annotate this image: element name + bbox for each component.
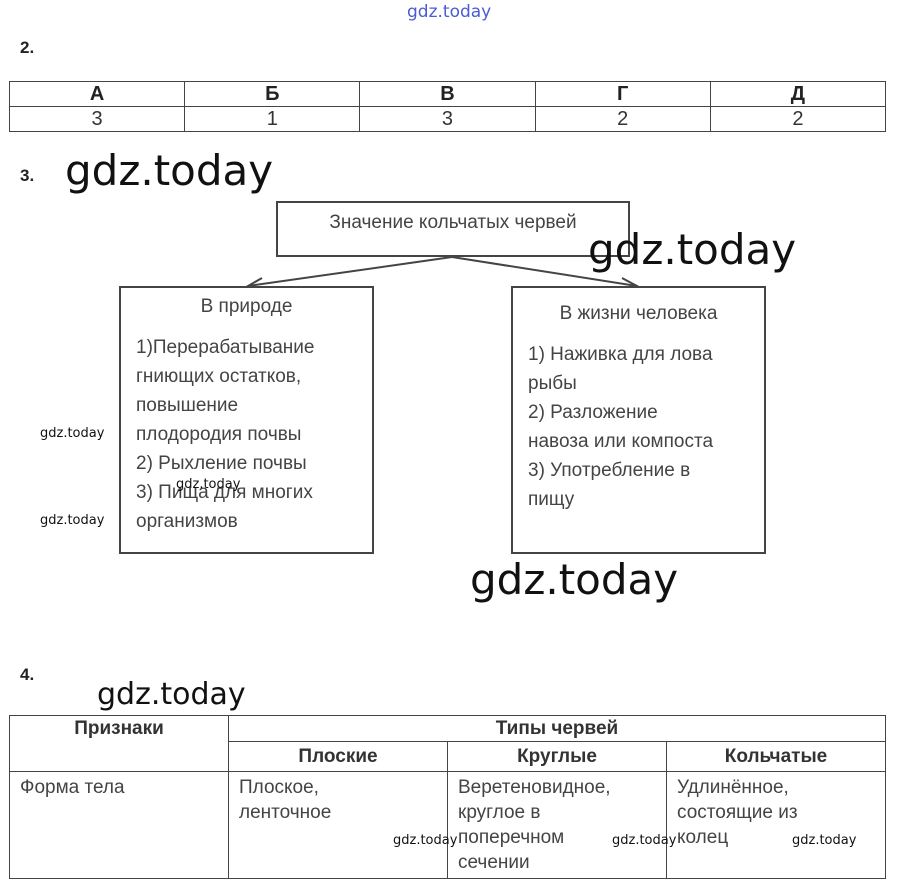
diagram-right-title: В жизни человека xyxy=(559,303,718,324)
diagram-left-box: В природе 1)Перерабатывание гниющих оста… xyxy=(119,286,374,554)
header-traits: Признаки xyxy=(9,715,229,772)
watermark-section-4: gdz.today xyxy=(97,677,246,712)
watermark-small-left-1: gdz.today xyxy=(40,426,105,441)
watermark-section-3: gdz.today xyxy=(65,146,274,195)
cell-flat: Плоское, ленточное xyxy=(228,771,448,879)
header-cell-g: Г xyxy=(534,81,711,107)
section-3-number: 3. xyxy=(20,166,35,185)
watermark-table-2: gdz.today xyxy=(612,833,677,848)
value-cell-a: 3 xyxy=(8,106,186,132)
worm-types-table: Признаки Типы червей Плоские Круглые Кол… xyxy=(9,715,886,879)
answer-table-2: А Б В Г Д 3 1 3 2 2 xyxy=(8,81,887,132)
header-cell-d: Д xyxy=(709,81,887,107)
header-annelid: Кольчатые xyxy=(666,741,886,772)
watermark-right-box: gdz.today xyxy=(588,225,797,274)
watermark-table-1: gdz.today xyxy=(393,833,458,848)
table-header-row: А Б В Г Д xyxy=(8,81,887,107)
cell-trait: Форма тела xyxy=(9,771,229,879)
cell-round: Веретеновидное, круглое в поперечном сеч… xyxy=(447,771,667,879)
watermark-top: gdz.today xyxy=(407,2,492,22)
diagram-left-list: 1)Перерабатывание гниющих остатков, повы… xyxy=(136,337,315,532)
diagram-root-label: Значение кольчатых червей xyxy=(329,212,577,233)
diagram-right-box: В жизни человека 1) Наживка для лова рыб… xyxy=(511,286,766,554)
value-cell-g: 2 xyxy=(534,106,711,132)
cell-annelid: Удлинённое, состоящие из колец xyxy=(666,771,886,879)
value-cell-v: 3 xyxy=(359,106,536,132)
arrow-line-right xyxy=(451,256,638,287)
diagram-right-list: 1) Наживка для лова рыбы 2) Разложение н… xyxy=(528,344,714,510)
diagram-left-title: В природе xyxy=(200,296,293,317)
table-value-row: 3 1 3 2 2 xyxy=(8,106,887,132)
header-round: Круглые xyxy=(447,741,667,772)
watermark-bottom-diagram: gdz.today xyxy=(470,555,679,604)
section-4-number: 4. xyxy=(20,665,35,684)
watermark-small-left-2: gdz.today xyxy=(40,513,105,528)
t4-header-row-1: Признаки Типы червей xyxy=(9,715,886,772)
header-flat: Плоские xyxy=(228,741,448,772)
watermark-small-inbox: gdz.today xyxy=(176,477,241,492)
value-cell-b: 1 xyxy=(184,106,361,132)
arrow-line-left xyxy=(247,256,453,287)
section-2-number: 2. xyxy=(20,38,35,57)
header-worm-types: Типы червей xyxy=(228,715,886,742)
t4-body-row: Форма тела Плоское, ленточное Веретенови… xyxy=(9,771,886,879)
watermark-table-3: gdz.today xyxy=(792,833,857,848)
diagram-root-box: Значение кольчатых червей xyxy=(276,201,630,257)
value-cell-d: 2 xyxy=(709,106,887,132)
